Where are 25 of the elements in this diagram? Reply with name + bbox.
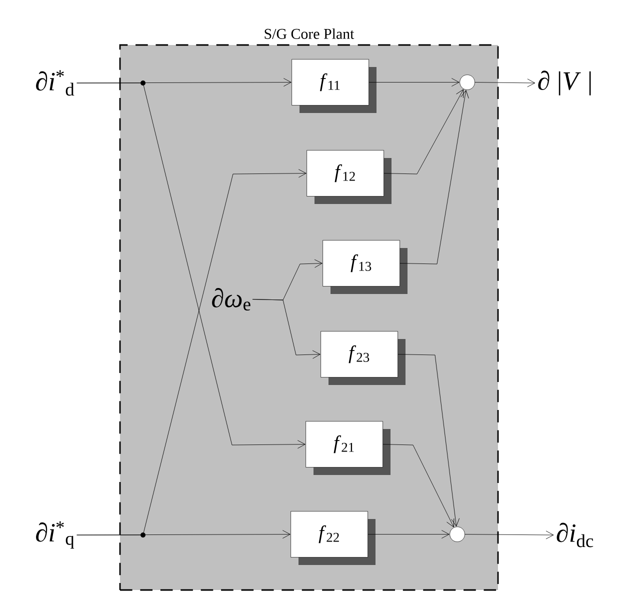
arrow xyxy=(464,530,554,540)
transfer-block: f$_{21}$ xyxy=(306,421,390,475)
arrow xyxy=(384,89,464,174)
arrow xyxy=(252,299,320,359)
signal-label: ∂i$_{dc}$ xyxy=(556,522,594,548)
node-label: S/G Core Plant xyxy=(264,28,354,39)
summing-junction xyxy=(450,526,465,542)
signal-label: ∂ |V | xyxy=(538,70,591,96)
arrow xyxy=(368,530,450,539)
summing-junction xyxy=(460,74,475,90)
arrow xyxy=(382,444,454,528)
transfer-block: f$_{13}$ xyxy=(322,240,408,294)
arrow xyxy=(76,530,290,539)
transfer-block: f$_{12}$ xyxy=(306,150,392,204)
signal-label: ∂ω$_{e}$ xyxy=(212,288,250,311)
signal-label: ∂i$^{*}$d xyxy=(36,70,74,96)
arrow xyxy=(400,90,469,264)
transfer-block: f$_{22}$ xyxy=(290,511,376,565)
arrow xyxy=(368,78,460,87)
signal-label: ∂i$^{*}$q xyxy=(36,521,74,549)
arrow xyxy=(398,354,460,526)
arrow xyxy=(76,82,306,449)
transfer-block: f$_{11}$ xyxy=(292,59,376,113)
transfer-block: f$_{23}$ xyxy=(320,331,406,385)
arrow xyxy=(474,78,536,88)
